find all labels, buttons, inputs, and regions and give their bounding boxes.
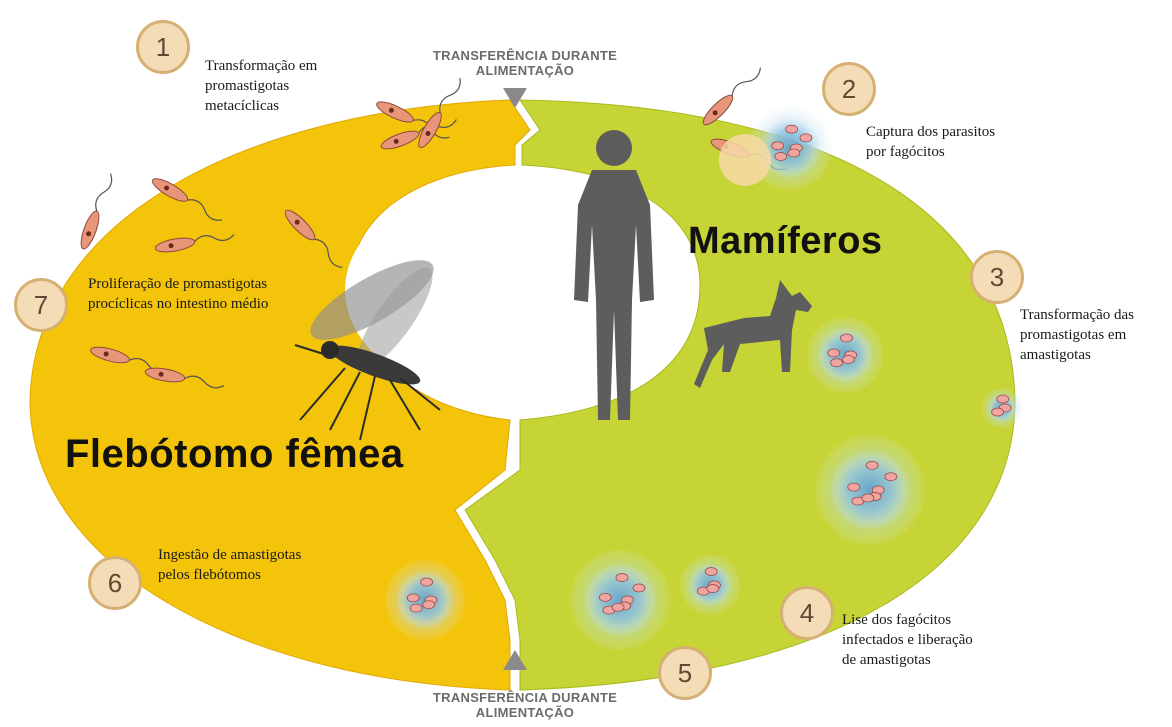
amastigote [828, 349, 840, 357]
human-head [596, 130, 632, 166]
amastigote [772, 142, 784, 150]
amastigote [842, 356, 854, 364]
step-label-3: Transformação das promastigotas em amast… [1020, 305, 1134, 365]
amastigote [788, 149, 800, 157]
step-badge-7: 7 [14, 278, 68, 332]
amastigote [862, 494, 874, 502]
phagocyte-vesicle [719, 134, 771, 186]
step-label-2: Captura dos parasitos por fagócitos [866, 122, 995, 162]
amastigote [421, 578, 433, 586]
infected-phagocyte-icon [385, 560, 465, 640]
amastigote [612, 603, 624, 611]
amastigote [423, 601, 435, 609]
step-badge-3: 3 [970, 250, 1024, 304]
amastigote [800, 134, 812, 142]
amastigote [866, 461, 878, 469]
infected-phagocyte-icon [807, 317, 883, 393]
amastigote [707, 585, 719, 593]
amastigote [616, 574, 628, 582]
amastigote [885, 473, 897, 481]
promastigote-flagellum [93, 172, 114, 212]
amastigote [840, 334, 852, 342]
amastigote [786, 125, 798, 133]
step-badge-4: 4 [780, 586, 834, 640]
promastigote-icon [700, 63, 765, 128]
amastigote [848, 483, 860, 491]
step-label-6: Ingestão de amastigotas pelos flebótomos [158, 545, 301, 585]
step-badge-2: 2 [822, 62, 876, 116]
infected-phagocyte-icon [570, 550, 670, 650]
amastigote [407, 594, 419, 602]
amastigote [705, 568, 717, 576]
host-title: Mamíferos [688, 220, 883, 263]
infected-phagocyte-icon [815, 435, 925, 545]
step-badge-6: 6 [88, 556, 142, 610]
amastigote [992, 408, 1004, 416]
amastigote [997, 395, 1009, 403]
transfer-bottom-label: TRANSFERÊNCIA DURANTE ALIMENTAÇÃO [395, 690, 655, 720]
step-badge-5: 5 [658, 646, 712, 700]
amastigote [633, 584, 645, 592]
transfer-top-label: TRANSFERÊNCIA DURANTE ALIMENTAÇÃO [395, 48, 655, 78]
amastigote [410, 604, 422, 612]
fly-head [321, 341, 339, 359]
amastigote [775, 153, 787, 161]
step-label-1: Transformação em promastigotas metacícli… [205, 56, 317, 116]
promastigote-flagellum [729, 65, 763, 99]
step-label-4: Lise dos fagócitos infectados e liberaçã… [842, 610, 973, 670]
step-label-7: Proliferação de promastigotas procíclica… [88, 274, 268, 314]
step-badge-1: 1 [136, 20, 190, 74]
amastigote [831, 359, 843, 367]
infected-phagocyte-icon [680, 555, 740, 615]
amastigote [599, 593, 611, 601]
infected-phagocyte-icon [982, 388, 1022, 428]
vector-title: Flebótomo fêmea [65, 432, 404, 477]
